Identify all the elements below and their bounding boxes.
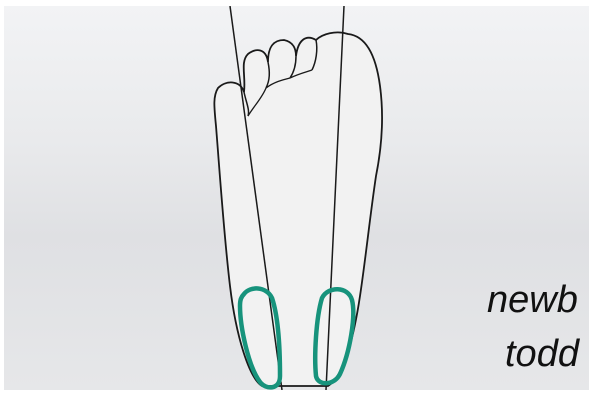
caption-line-1: newb [487, 281, 578, 319]
caption-line-2: todd [505, 335, 579, 373]
foot-diagram [4, 6, 589, 390]
diagram-panel [4, 6, 589, 390]
foot-outline [214, 32, 382, 386]
